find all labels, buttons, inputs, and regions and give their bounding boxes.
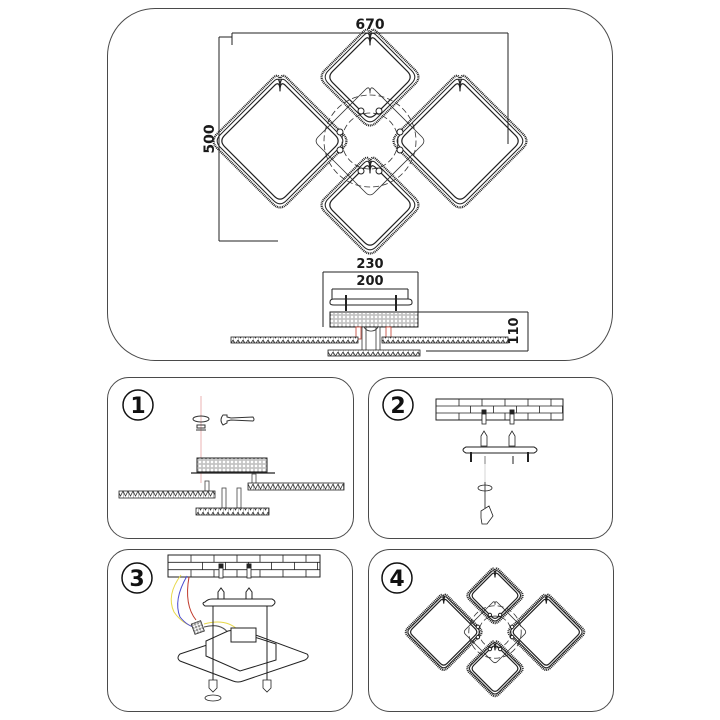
mount-knob	[497, 612, 503, 618]
mounting-rods	[212, 606, 268, 680]
step-4-panel: 4	[368, 549, 614, 712]
ring-right	[507, 593, 586, 671]
mount-knob	[396, 128, 404, 136]
canopy	[191, 457, 275, 474]
step-1-panel: 1	[107, 377, 354, 539]
canopy-inner-dimension	[331, 288, 409, 299]
step-number: 1	[130, 394, 145, 419]
mount-knob	[497, 646, 503, 652]
mount-knob	[396, 146, 404, 154]
canopy	[177, 627, 309, 683]
mount-circle	[468, 605, 522, 659]
cap-nut-icon	[192, 415, 210, 431]
width-dimension	[231, 32, 509, 144]
canopy-outer-label: 230	[356, 257, 383, 272]
mount-knob	[336, 146, 344, 154]
height-label: 500	[202, 124, 218, 153]
mount-knob	[509, 624, 515, 630]
ring-top	[466, 567, 524, 625]
step-4-drawing: 4	[381, 562, 586, 698]
ring-bottom	[320, 156, 420, 255]
step-2-panel: 2	[368, 377, 613, 539]
mount-knob	[487, 612, 493, 618]
mount-knob	[509, 634, 515, 640]
dimensions-panel: 670 500 230 200	[107, 8, 613, 361]
step-number: 4	[389, 567, 404, 592]
dowel-holes	[481, 409, 515, 425]
mount-knob	[336, 128, 344, 136]
canopy-side	[329, 311, 419, 328]
step-number-circle	[121, 562, 153, 594]
ring-top	[320, 28, 420, 127]
mount-knob	[357, 107, 365, 115]
stems	[355, 326, 392, 352]
mount-knob	[475, 624, 481, 630]
dimensions-drawing: 670 500 230 200	[202, 17, 529, 357]
mount-knob	[475, 634, 481, 640]
mounting-bracket	[462, 446, 538, 464]
step-3-drawing: 3	[121, 554, 321, 702]
mount-knob	[375, 167, 383, 175]
mount-knob	[375, 107, 383, 115]
dowel-holes	[218, 563, 252, 579]
canopy-inner-label: 200	[356, 274, 383, 289]
ceiling-brick-wall	[435, 398, 564, 421]
lamp-top-view	[212, 28, 528, 255]
step-number-circle	[382, 389, 414, 421]
canopy-outline	[315, 87, 425, 196]
step-number-circle	[381, 562, 413, 594]
mount-circle	[323, 94, 417, 188]
dowels	[480, 430, 516, 447]
step-3-panel: 3	[107, 549, 353, 712]
canopy-outline	[463, 601, 527, 664]
mounting-bracket	[329, 295, 413, 311]
step-1-drawing: 1	[118, 389, 345, 516]
height-dimension	[218, 36, 278, 242]
ring-left	[404, 593, 483, 671]
wrench-icon	[220, 414, 255, 426]
step-number: 3	[129, 567, 144, 592]
depth-label: 110	[507, 317, 522, 344]
terminal-block	[190, 620, 205, 635]
width-label: 670	[355, 17, 384, 33]
mount-knob	[357, 167, 365, 175]
mounting-bracket	[202, 587, 276, 607]
ring-bars	[118, 482, 345, 516]
ceiling-brick-wall	[167, 554, 321, 578]
ring-left	[212, 74, 348, 209]
mount-knob	[487, 646, 493, 652]
step-2-drawing: 2	[382, 389, 564, 525]
assembled-lamp-top-view	[404, 567, 586, 698]
stems	[204, 473, 257, 509]
step-number-circle	[122, 389, 154, 421]
step-number: 2	[390, 394, 405, 419]
cap-nuts	[204, 679, 272, 702]
ring-bars-side	[230, 336, 509, 357]
ring-bottom	[466, 640, 524, 698]
screwdriver-hand-icon	[477, 482, 494, 525]
ring-right	[392, 74, 528, 209]
depth-dimension	[418, 311, 529, 352]
mount-circle-inner	[341, 112, 399, 170]
